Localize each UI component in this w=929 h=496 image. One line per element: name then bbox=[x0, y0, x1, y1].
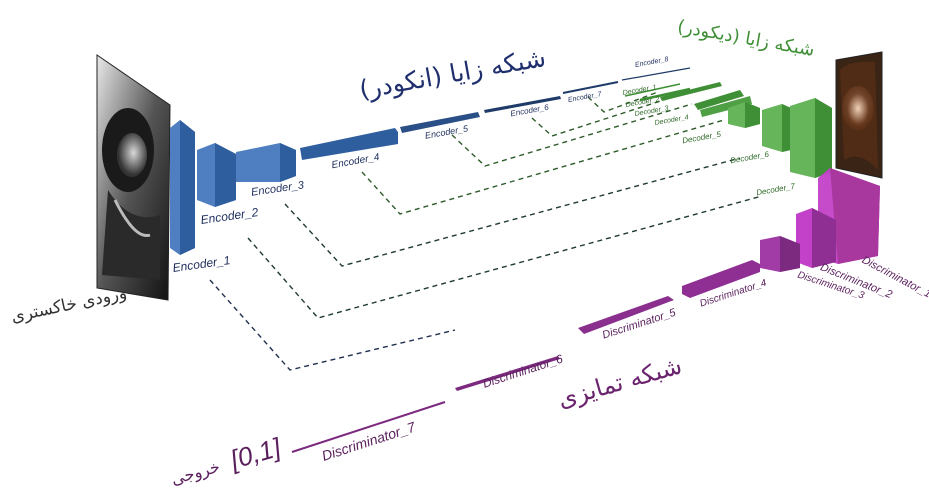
discriminator-labels: Discriminator_1 Discriminator_2 Discrimi… bbox=[320, 254, 929, 464]
encoder-label-8: Encoder_8 bbox=[634, 56, 669, 69]
decoder-title: شبکه زایا (دیکودر) bbox=[676, 16, 816, 61]
encoder-label-2: Encoder_2 bbox=[200, 205, 260, 227]
encoder-label-1: Encoder_1 bbox=[172, 253, 231, 275]
decoder-label-6: Decoder_6 bbox=[730, 150, 771, 166]
encoder-title: شبکه زایا (انکودر) bbox=[357, 43, 548, 104]
discriminator-blocks bbox=[291, 168, 880, 453]
discriminator-label-6: Discriminator_6 bbox=[481, 352, 565, 391]
skip-enc5-dec4 bbox=[451, 103, 693, 167]
input-grayscale-image bbox=[96, 54, 171, 301]
skip-enc3-dec6 bbox=[284, 157, 741, 267]
decoder-blocks bbox=[624, 82, 832, 178]
output-range-label: [0,1] bbox=[226, 432, 285, 475]
discriminator-label-7: Discriminator_7 bbox=[320, 418, 419, 464]
input-label: ورودی خاکستری bbox=[9, 283, 128, 327]
skip-enc4-dec5 bbox=[361, 119, 725, 215]
decoder-label-7: Decoder_7 bbox=[756, 182, 797, 198]
discriminator-title: شبکه تمایزی bbox=[555, 351, 685, 413]
skip-enc1-dec8 bbox=[209, 279, 456, 371]
encoder-blocks bbox=[170, 67, 691, 255]
encoder-label-3: Encoder_3 bbox=[250, 179, 305, 198]
output-word-label: خروجی bbox=[169, 457, 222, 490]
encoder-label-4: Encoder_4 bbox=[331, 152, 381, 171]
output-color-image bbox=[835, 51, 883, 179]
decoder-label-1: Decoder_1 bbox=[622, 84, 657, 97]
decoder-label-4: Decoder_4 bbox=[654, 114, 689, 127]
skip-enc2-dec7 bbox=[247, 195, 763, 319]
discriminator-label-1: Discriminator_1 bbox=[860, 254, 929, 300]
skip-connections bbox=[209, 91, 763, 371]
skip-enc7-dec2 bbox=[587, 91, 659, 113]
encoder-label-7: Encoder_7 bbox=[567, 91, 603, 104]
decoder-label-5: Decoder_5 bbox=[682, 130, 723, 146]
